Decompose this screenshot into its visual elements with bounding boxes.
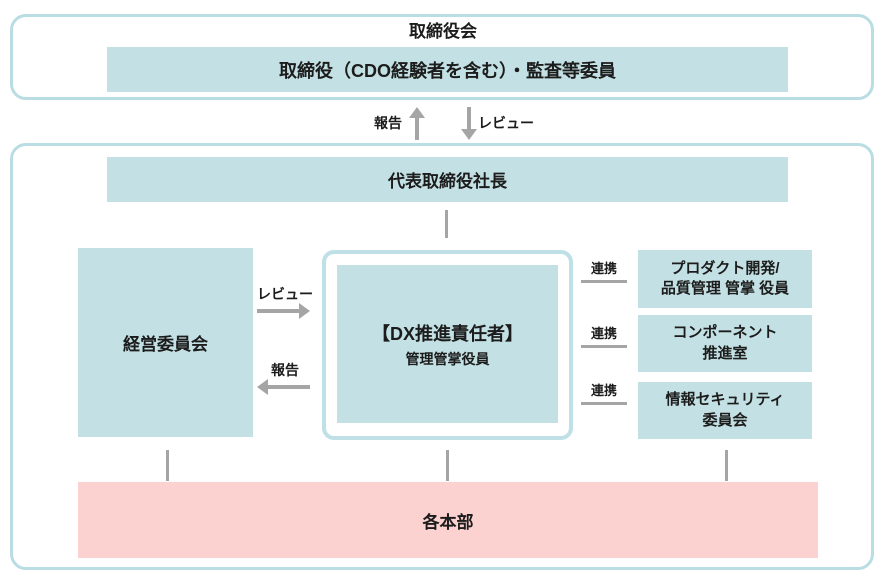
arrow-left-stem [268, 385, 310, 389]
arrow-left-icon [257, 379, 310, 395]
board-section-title: 取締役会 [409, 22, 477, 41]
component-office-box: コンポーネント 推進室 [638, 315, 812, 372]
product-dev-box: プロダクト開発/ 品質管理 管掌 役員 [638, 250, 812, 308]
collab-label-1: 連携 [590, 261, 617, 276]
report-up-label: 報告 [374, 115, 402, 131]
headquarters-label: 各本部 [422, 512, 474, 532]
collab-label-3: 連携 [590, 383, 617, 398]
security-committee-line1: 情報セキュリティ [665, 391, 785, 409]
product-dev-line2: 品質管理 管掌 役員 [660, 280, 790, 297]
collab-line-2 [581, 345, 627, 348]
directors-box: 取締役（CDO経験者を含む）・監査等委員 [107, 47, 788, 92]
right-column-to-hq-connector-line [725, 450, 728, 481]
collab-line-1 [581, 280, 627, 283]
component-office-line1: コンポーネント [672, 324, 778, 342]
arrow-right-head [299, 303, 310, 319]
arrow-up-stem [415, 118, 419, 140]
collab-line-3 [581, 402, 627, 405]
committee-to-hq-connector-line [166, 450, 169, 481]
arrow-right-icon [257, 303, 310, 319]
arrow-down-stem [467, 107, 471, 129]
dx-to-hq-connector-line [446, 450, 449, 481]
arrow-up-head [409, 107, 425, 118]
president-to-dx-connector-line [445, 210, 448, 238]
review-flow-label: レビュー [257, 286, 313, 302]
president-box: 代表取締役社長 [107, 157, 788, 202]
directors-box-label: 取締役（CDO経験者を含む）・監査等委員 [279, 60, 616, 81]
arrow-right-stem [257, 309, 299, 313]
arrow-left-head [257, 379, 268, 395]
arrow-up-icon [409, 107, 425, 140]
product-dev-line1: プロダクト開発/ [670, 259, 780, 277]
review-down-label: レビュー [478, 115, 534, 131]
collab-label-2: 連携 [590, 326, 617, 341]
arrow-down-head [461, 129, 477, 140]
president-box-label: 代表取締役社長 [388, 172, 507, 191]
security-committee-box: 情報セキュリティ 委員会 [638, 382, 812, 439]
dx-officer-subtitle: 管理管掌役員 [405, 350, 490, 367]
headquarters-box: 各本部 [78, 482, 818, 558]
report-flow-label: 報告 [271, 362, 299, 378]
arrow-down-icon [461, 107, 477, 140]
management-committee-label: 経営委員会 [123, 335, 208, 354]
component-office-line2: 推進室 [702, 344, 748, 362]
dx-officer-title: 【DX推進責任者】 [371, 323, 523, 344]
management-committee-box: 経営委員会 [78, 248, 253, 437]
security-committee-line2: 委員会 [702, 411, 748, 429]
dx-officer-box: 【DX推進責任者】 管理管掌役員 [337, 265, 558, 423]
